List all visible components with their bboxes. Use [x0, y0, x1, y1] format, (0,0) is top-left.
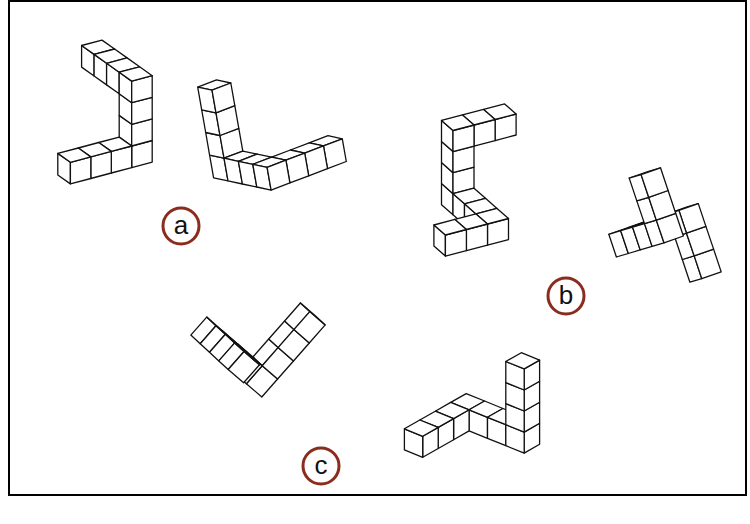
- cube-face: [434, 219, 467, 235]
- figure-letter: a: [174, 212, 188, 238]
- label-circle: b: [546, 276, 586, 316]
- cube-face: [404, 420, 438, 436]
- figure-letter: c: [315, 452, 328, 478]
- cube-face: [442, 115, 475, 131]
- cube-face: [119, 67, 152, 81]
- cube-face: [300, 303, 325, 325]
- label-circle: c: [301, 446, 341, 486]
- cube-face: [235, 343, 260, 365]
- circle-ring: [548, 278, 584, 314]
- cube-figure: [198, 80, 347, 190]
- cube-face: [58, 148, 91, 162]
- circle-ring: [303, 448, 339, 484]
- cube-face: [641, 168, 668, 198]
- cube-face: [294, 312, 325, 343]
- frame: [9, 1, 746, 495]
- cube-face: [506, 353, 540, 369]
- circle-ring: [163, 208, 199, 244]
- figure-letter: b: [559, 282, 573, 308]
- cube-face: [212, 83, 235, 113]
- cube-figure: [191, 303, 325, 397]
- cube-figure: [404, 353, 539, 458]
- cube-face: [228, 352, 259, 383]
- label-circle: a: [161, 206, 201, 246]
- cube-face: [267, 160, 290, 190]
- cube-figure: [609, 168, 721, 282]
- cube-figure: [58, 40, 152, 184]
- cube-figure: [434, 104, 516, 256]
